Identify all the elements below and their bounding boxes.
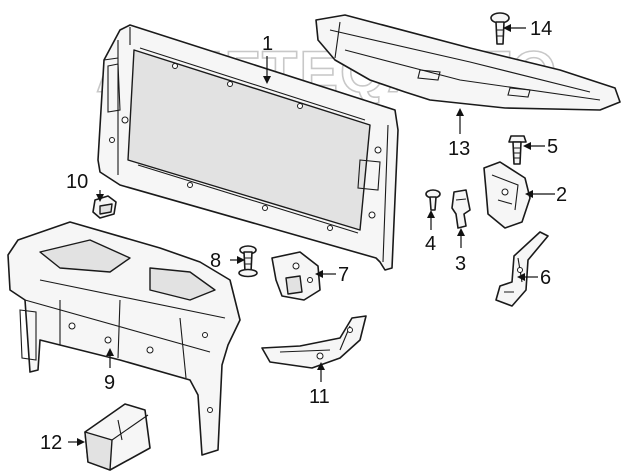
callout-9: 9: [104, 372, 115, 394]
callout-3: 3: [455, 253, 466, 275]
callout-11: 11: [309, 386, 330, 408]
part-3-clip: [451, 189, 471, 229]
callout-8: 8: [210, 250, 221, 272]
callout-6: 6: [540, 267, 551, 289]
leader-lines: [68, 24, 555, 446]
callout-5: 5: [547, 136, 558, 158]
callout-2: 2: [556, 184, 567, 206]
part-7-mount-bracket: [271, 251, 321, 301]
part-13-upper-cover: [315, 14, 621, 111]
part-9-lower-crossmember: [7, 221, 241, 456]
part-11-brace: [261, 315, 367, 369]
callout-10: 10: [66, 171, 88, 193]
part-8-bolt: [238, 245, 258, 278]
part-10-block: [92, 195, 117, 219]
part-2-latch-bracket: [483, 161, 531, 229]
callout-12: 12: [40, 432, 62, 454]
callout-4: 4: [425, 233, 436, 255]
part-5-bolt: [508, 135, 527, 165]
callout-labels: 1 2 3 4 5 6 7 8 9 10 11 12 13 14: [40, 18, 567, 454]
callout-1: 1: [262, 33, 273, 55]
part-1-radiator-support-frame: [97, 24, 399, 271]
callout-13: 13: [448, 138, 470, 160]
callout-14: 14: [530, 18, 552, 40]
part-12-crash-box: [84, 403, 151, 471]
part-14-push-pin: [490, 12, 510, 45]
part-4-screw: [425, 189, 441, 211]
callout-7: 7: [338, 264, 349, 286]
